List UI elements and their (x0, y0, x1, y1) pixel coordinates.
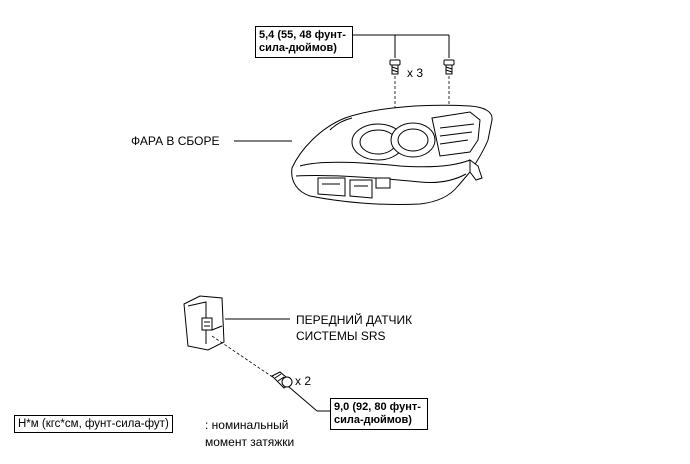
srs-sensor-label-line1: ПЕРЕДНИЙ ДАТЧИК (296, 313, 413, 327)
torque-leader-top (353, 34, 450, 58)
torque-leader-bottom (288, 386, 330, 412)
srs-sensor-label: ПЕРЕДНИЙ ДАТЧИК СИСТЕМЫ SRS (296, 312, 412, 344)
headlamp-label: ФАРА В СБОРЕ (131, 134, 220, 148)
quantity-top: x 3 (407, 66, 424, 80)
torque-spec-bottom-line2: сила-дюймов) (334, 414, 412, 426)
srs-sensor-label-line2: СИСТЕМЫ SRS (296, 329, 386, 343)
bolt-icon-top-right (443, 59, 455, 75)
bolt-icon-top-left (389, 59, 401, 75)
torque-spec-bottom: 9,0 (92, 80 фунт- сила-дюймов) (330, 398, 428, 430)
bolt-icon-bottom (271, 371, 293, 389)
headlamp-assembly (291, 104, 493, 206)
sensor-install-path-dashed (211, 335, 275, 379)
torque-legend-desc-line2: момент затяжки (205, 435, 295, 449)
torque-spec-top-line2: сила-дюймов) (259, 42, 337, 54)
torque-spec-bottom-line1: 9,0 (92, 80 фунт- (334, 401, 421, 413)
torque-spec-top-line1: 5,4 (55, 48 фунт- (259, 29, 346, 41)
quantity-bottom: x 2 (295, 374, 312, 388)
torque-spec-top: 5,4 (55, 48 фунт- сила-дюймов) (255, 26, 353, 58)
torque-legend-unit: Н*м (кгс*см, фунт-сила-фут) (14, 415, 173, 433)
torque-legend-desc-line1: : номинальный (205, 418, 289, 432)
srs-sensor (183, 295, 225, 351)
